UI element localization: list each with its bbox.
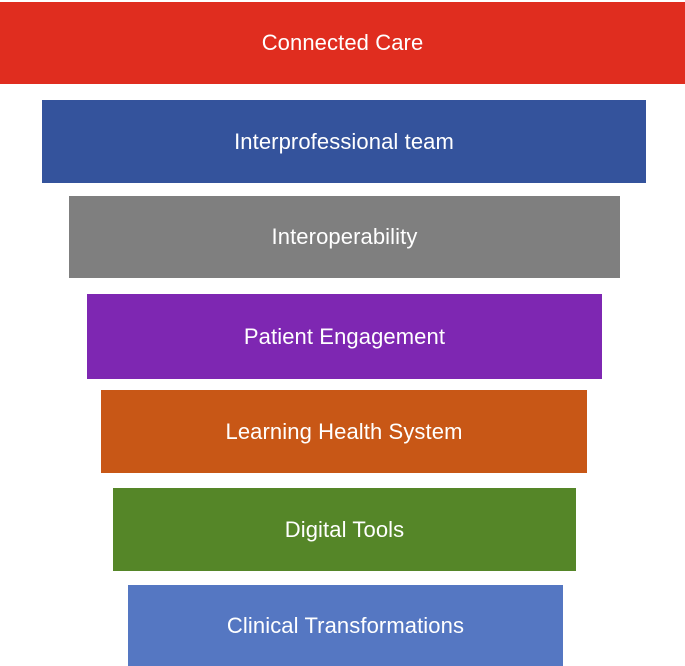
tier-label: Interprofessional team xyxy=(234,128,454,154)
tier-patient-engagement: Patient Engagement xyxy=(87,294,602,379)
tier-label: Clinical Transformations xyxy=(226,612,465,638)
tier-label: Patient Engagement xyxy=(243,323,446,349)
tier-connected-care: Connected Care xyxy=(0,2,685,84)
tier-label: Digital Tools xyxy=(284,516,405,542)
tier-label: Learning Health System xyxy=(225,418,463,444)
tier-label: Connected Care xyxy=(261,30,424,55)
tier-learning-health-system: Learning Health System xyxy=(101,390,587,473)
tier-label: Interoperability xyxy=(271,224,418,249)
tier-digital-tools: Digital Tools xyxy=(113,488,576,571)
tier-interoperability: Interoperability xyxy=(69,196,620,278)
tier-interprofessional-team: Interprofessional team xyxy=(42,100,646,183)
tier-clinical-transformations: Clinical Transformations xyxy=(128,585,563,666)
